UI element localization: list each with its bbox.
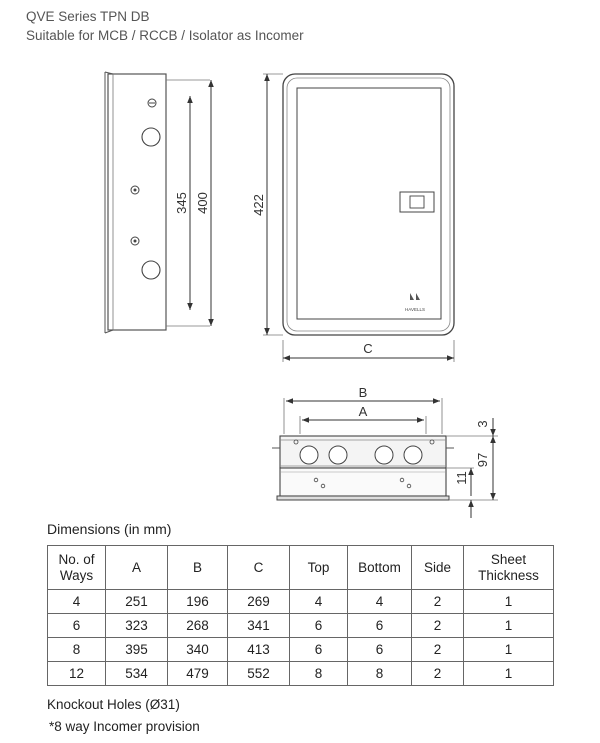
dim-345: 345 (174, 192, 189, 214)
dim-11: 11 (454, 471, 469, 485)
table-row: 8 395 340 413 6 6 2 1 (47, 637, 554, 662)
table-cell: 6 (289, 613, 348, 638)
table-cell: 323 (105, 613, 168, 638)
table-cell: 8 (347, 661, 412, 686)
table-cell: 395 (105, 637, 168, 662)
dim-b: B (359, 385, 368, 400)
table-cell: 6 (347, 613, 412, 638)
header-c: C (227, 545, 290, 590)
page-subtitle: Suitable for MCB / RCCB / Isolator as In… (26, 28, 304, 43)
side-view: 345 400 (104, 71, 214, 334)
incomer-note: *8 way Incomer provision (49, 719, 200, 734)
table-cell: 413 (227, 637, 290, 662)
table-cell: 6 (47, 613, 106, 638)
table-cell: 341 (227, 613, 290, 638)
dim-422: 422 (251, 194, 266, 216)
table-cell: 552 (227, 661, 290, 686)
table-cell: 6 (289, 637, 348, 662)
header-b: B (167, 545, 228, 590)
table-cell: 4 (289, 589, 348, 614)
table-cell: 1 (463, 661, 554, 686)
table-cell: 8 (289, 661, 348, 686)
table-row: 4 251 196 269 4 4 2 1 (47, 589, 554, 614)
table-cell: 2 (411, 613, 464, 638)
table-cell: 269 (227, 589, 290, 614)
header-bottom: Bottom (347, 545, 412, 590)
table-cell: 534 (105, 661, 168, 686)
page-title: QVE Series TPN DB (26, 9, 150, 24)
top-view: B A 3 97 11 (272, 385, 498, 518)
table-cell: 12 (47, 661, 106, 686)
table-cell: 251 (105, 589, 168, 614)
table-cell: 1 (463, 613, 554, 638)
front-view: 422 HAVELLS C (251, 73, 455, 362)
dim-97: 97 (475, 453, 490, 467)
table-cell: 4 (47, 589, 106, 614)
header-side: Side (411, 545, 464, 590)
table-cell: 1 (463, 589, 554, 614)
header-top: Top (289, 545, 348, 590)
table-cell: 340 (167, 637, 228, 662)
dim-c: C (363, 341, 372, 356)
table-row: 12 534 479 552 8 8 2 1 (47, 661, 554, 686)
table-cell: 2 (411, 589, 464, 614)
dim-a: A (359, 404, 368, 419)
header-a: A (105, 545, 168, 590)
knockout-note: Knockout Holes (Ø31) (47, 697, 180, 712)
dim-3: 3 (475, 420, 490, 427)
table-cell: 6 (347, 637, 412, 662)
table-cell: 479 (167, 661, 228, 686)
dim-400: 400 (195, 192, 210, 214)
table-cell: 196 (167, 589, 228, 614)
technical-drawing: 345 400 422 HAVELLS C B A (104, 71, 498, 518)
table-row: 6 323 268 341 6 6 2 1 (47, 613, 554, 638)
table-cell: 268 (167, 613, 228, 638)
table-cell: 2 (411, 661, 464, 686)
table-cell: 4 (347, 589, 412, 614)
brand-label: HAVELLS (405, 307, 425, 312)
table-cell: 2 (411, 637, 464, 662)
dimensions-title: Dimensions (in mm) (47, 521, 172, 537)
table-cell: 8 (47, 637, 106, 662)
table-cell: 1 (463, 637, 554, 662)
